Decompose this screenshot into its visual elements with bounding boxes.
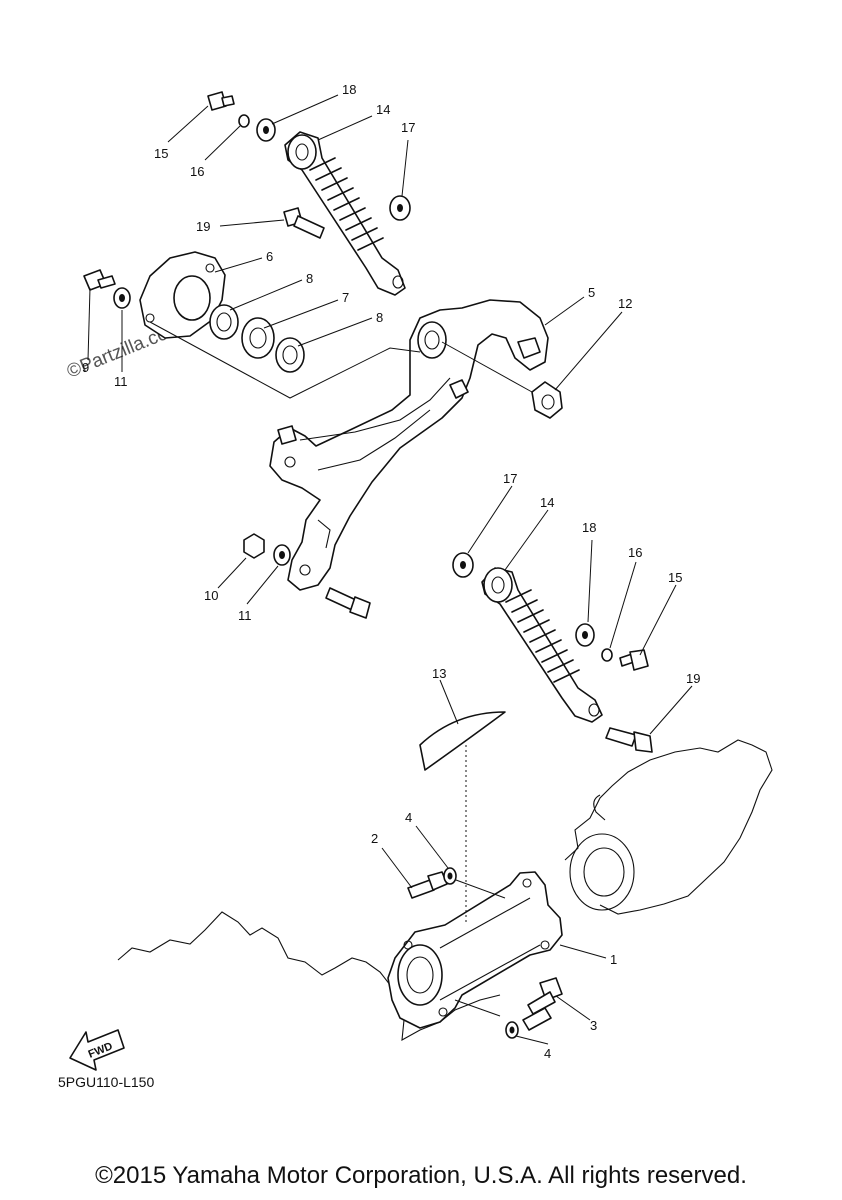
callout-18: 18 [582,520,596,535]
part-7-bearing [241,317,275,359]
part-11-washer-upper [113,287,131,309]
part-17-washer-upper [389,195,411,221]
part-2-bolt [407,871,448,899]
callout-19: 19 [196,219,210,234]
callout-8: 8 [306,271,313,286]
callout-15: 15 [668,570,682,585]
fwd-arrow-icon: FWD [69,1029,125,1071]
part-13-label [419,711,506,925]
callout-12: 12 [618,296,632,311]
part-4-washer-lower [505,1021,519,1039]
part-17-washer-lower [452,552,474,578]
part-10-nut [243,533,265,559]
part-15-bolt-upper [207,91,235,111]
callout-15: 15 [154,146,168,161]
callout-16: 16 [628,545,642,560]
part-19-bolt-lower [605,727,653,753]
drawing-code: 5PGU110-L150 [58,1074,155,1090]
callout-6: 6 [266,249,273,264]
leader-lines [87,94,693,1045]
part-14-shock-upper [284,131,406,296]
callout-10: 10 [204,588,218,603]
part-8-bearing-lower [275,337,305,373]
callout-11: 11 [238,608,252,623]
part-6-cover [139,251,226,339]
part-16-clip-lower [601,648,613,662]
callout-9: 9 [82,360,89,375]
callout-4: 4 [544,1046,551,1061]
part-3-bolt [522,977,563,1031]
part-1-pivot-tube [387,871,563,1029]
part-9-bolt [83,269,116,291]
callout-8: 8 [376,310,383,325]
part-18-washer-upper [256,118,276,142]
callout-7: 7 [342,290,349,305]
callout-18: 18 [342,82,356,97]
part-11-washer-lower [273,544,291,566]
callout-5: 5 [588,285,595,300]
callout-14: 14 [376,102,390,117]
callout-4: 4 [405,810,412,825]
callout-2: 2 [371,831,378,846]
part-16-clip-upper [238,114,250,128]
part-14-shock-lower [481,567,603,723]
callout-13: 13 [432,666,446,681]
swing-arm-bolt [325,587,371,619]
callout-1: 1 [610,952,617,967]
callout-11: 11 [114,374,128,389]
part-18-washer-lower [575,623,595,647]
engine-case-outline [117,739,773,1041]
copyright-notice: ©2015 Yamaha Motor Corporation, U.S.A. A… [95,1162,747,1189]
callout-17: 17 [503,471,517,486]
part-5-swing-arm [269,299,549,591]
callout-14: 14 [540,495,554,510]
part-8-bearing-upper [209,304,239,340]
callout-numbers: 18 14 17 15 16 19 6 8 7 8 9 11 5 12 17 1… [82,82,700,1061]
part-4-washer-upper [443,867,457,885]
part-15-bolt-lower [619,649,649,671]
callout-16: 16 [190,164,204,179]
part-12-collar [441,341,563,419]
callout-17: 17 [401,120,415,135]
callout-19: 19 [686,671,700,686]
callout-3: 3 [590,1018,597,1033]
part-19-bolt-upper [283,207,325,239]
